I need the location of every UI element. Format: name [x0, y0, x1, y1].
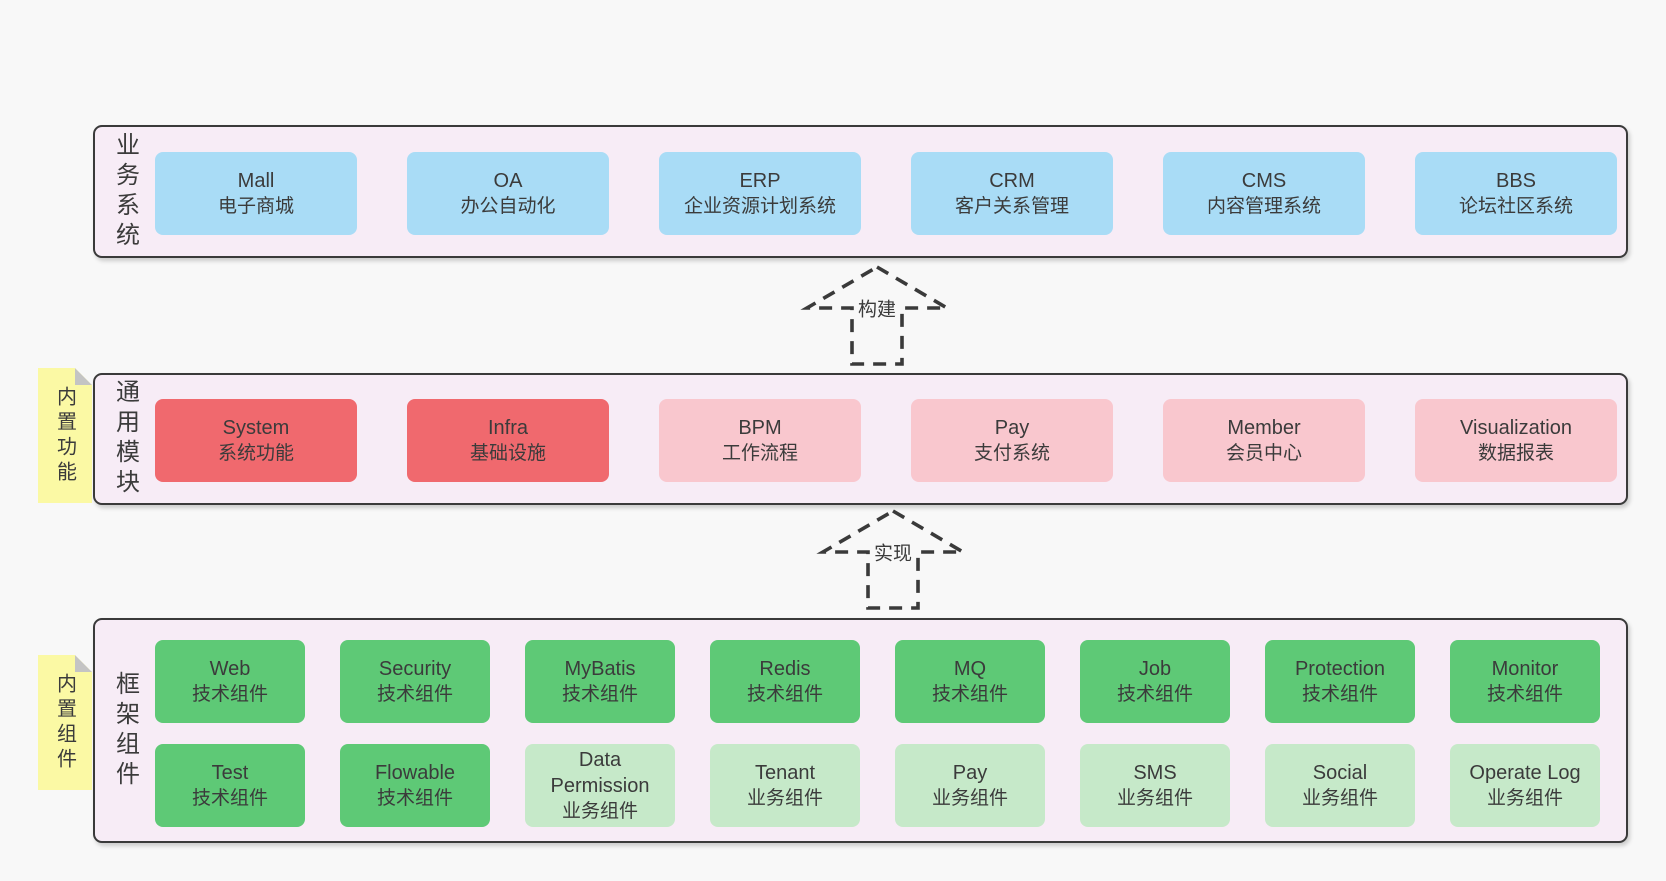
- sticky-note-builtin-features: 内置功能: [38, 368, 92, 503]
- box-bbs: BBS 论坛社区系统: [1415, 152, 1617, 235]
- dashed-up-arrow-icon: [800, 264, 954, 366]
- box-system: System 系统功能: [155, 399, 357, 482]
- box-test: Test 技术组件: [155, 744, 305, 827]
- box-crm: CRM 客户关系管理: [911, 152, 1113, 235]
- box-monitor: Monitor 技术组件: [1450, 640, 1600, 723]
- box-operate-log: Operate Log 业务组件: [1450, 744, 1600, 827]
- box-sms: SMS 业务组件: [1080, 744, 1230, 827]
- box-job: Job 技术组件: [1080, 640, 1230, 723]
- panel-label-modules: 通用模块: [111, 379, 139, 499]
- sticky-note-label: 内置组件: [53, 672, 76, 773]
- box-redis: Redis 技术组件: [710, 640, 860, 723]
- box-data-permission: Data Permission 业务组件: [525, 744, 675, 827]
- box-infra: Infra 基础设施: [407, 399, 609, 482]
- box-web: Web 技术组件: [155, 640, 305, 723]
- arrow-implement-icon: 实现: [813, 508, 973, 611]
- box-bpm: BPM 工作流程: [659, 399, 861, 482]
- box-flowable: Flowable 技术组件: [340, 744, 490, 827]
- modules-box-row: System 系统功能 Infra 基础设施 BPM 工作流程 Pay 支付系统…: [155, 399, 1617, 482]
- box-mybatis: MyBatis 技术组件: [525, 640, 675, 723]
- box-pay-module: Pay 支付系统: [911, 399, 1113, 482]
- box-mall: Mall 电子商城: [155, 152, 357, 235]
- arrow-implement-label: 实现: [869, 537, 917, 567]
- box-erp: ERP 企业资源计划系统: [659, 152, 861, 235]
- business-box-row: Mall 电子商城 OA 办公自动化 ERP 企业资源计划系统 CRM 客户关系…: [155, 152, 1617, 235]
- arrow-build-label: 构建: [853, 293, 901, 323]
- panel-business-systems: 业务系统 Mall 电子商城 OA 办公自动化 ERP 企业资源计划系统 CRM…: [93, 125, 1628, 258]
- box-tenant: Tenant 业务组件: [710, 744, 860, 827]
- components-box-row-1: Web 技术组件 Security 技术组件 MyBatis 技术组件 Redi…: [155, 640, 1600, 723]
- box-cms: CMS 内容管理系统: [1163, 152, 1365, 235]
- panel-common-modules: 通用模块 System 系统功能 Infra 基础设施 BPM 工作流程 Pay…: [93, 373, 1628, 505]
- components-box-row-2: Test 技术组件 Flowable 技术组件 Data Permission …: [155, 744, 1600, 827]
- sticky-note-label: 内置功能: [53, 385, 76, 486]
- panel-framework-components: 框架组件 Web 技术组件 Security 技术组件 MyBatis 技术组件…: [93, 618, 1628, 843]
- dashed-up-arrow-icon: [816, 508, 970, 610]
- panel-label-business: 业务系统: [111, 131, 139, 252]
- box-oa: OA 办公自动化: [407, 152, 609, 235]
- box-visualization: Visualization 数据报表: [1415, 399, 1617, 482]
- box-social: Social 业务组件: [1265, 744, 1415, 827]
- panel-label-components: 框架组件: [111, 670, 139, 791]
- box-pay-component: Pay 业务组件: [895, 744, 1045, 827]
- arrow-build-icon: 构建: [797, 264, 957, 367]
- box-protection: Protection 技术组件: [1265, 640, 1415, 723]
- sticky-note-builtin-components: 内置组件: [38, 655, 92, 790]
- box-mq: MQ 技术组件: [895, 640, 1045, 723]
- box-member: Member 会员中心: [1163, 399, 1365, 482]
- box-security: Security 技术组件: [340, 640, 490, 723]
